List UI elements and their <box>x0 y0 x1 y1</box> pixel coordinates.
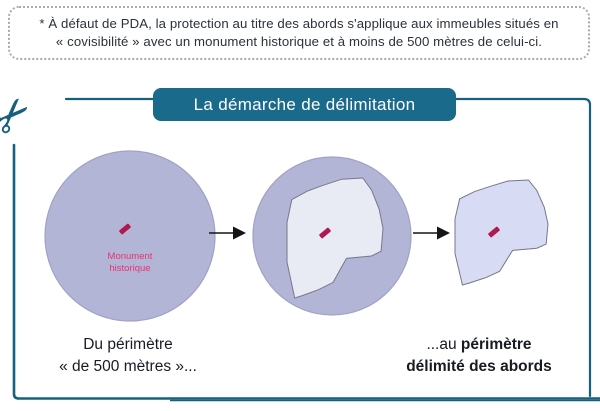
delimited-perimeter-polygon-final <box>455 180 548 285</box>
caption-left-line-1: Du périmètre <box>83 336 173 353</box>
monument-label-line-2: historique <box>109 263 151 274</box>
note-line-1: * À défaut de PDA, la protection au titr… <box>39 15 559 31</box>
arrow-right-icon <box>413 226 450 240</box>
frame-border-top-right <box>64 97 592 398</box>
caption-right-prefix: ...au <box>426 336 461 353</box>
circle-500m-stage1 <box>44 150 216 322</box>
caption-right-bold-2: délimité des abords <box>406 357 552 375</box>
covisibility-note-box: * À défaut de PDA, la protection au titr… <box>8 6 590 60</box>
scissors-icon: ✂ <box>0 83 44 148</box>
covisibility-note-text: * À défaut de PDA, la protection au titr… <box>39 15 558 52</box>
diagram-title-badge: La démarche de délimitation <box>153 88 456 121</box>
caption-500m-perimeter: Du périmètre « de 500 mètres »... <box>28 334 228 377</box>
monument-marker-icon <box>119 223 131 235</box>
caption-delimited-perimeter: ...au périmètre délimité des abords <box>358 334 600 377</box>
diagram-title: La démarche de délimitation <box>193 94 416 114</box>
monument-historique-label: Monument historique <box>55 251 205 275</box>
caption-left-line-2: « de 500 mètres »... <box>59 357 197 375</box>
arrow-head <box>233 226 246 240</box>
monument-marker-icon <box>319 227 331 239</box>
caption-right-bold-1: périmètre <box>460 336 532 353</box>
arrow-head <box>437 226 450 240</box>
frame-border-left-bottom <box>12 143 600 400</box>
note-line-2: « covisibilité » avec un monument histor… <box>55 34 543 49</box>
monument-marker-icon <box>488 226 500 238</box>
arrow-right-icon <box>209 226 246 240</box>
delimited-perimeter-polygon-stage2 <box>287 178 383 298</box>
monument-label-line-1: Monument <box>107 251 153 262</box>
